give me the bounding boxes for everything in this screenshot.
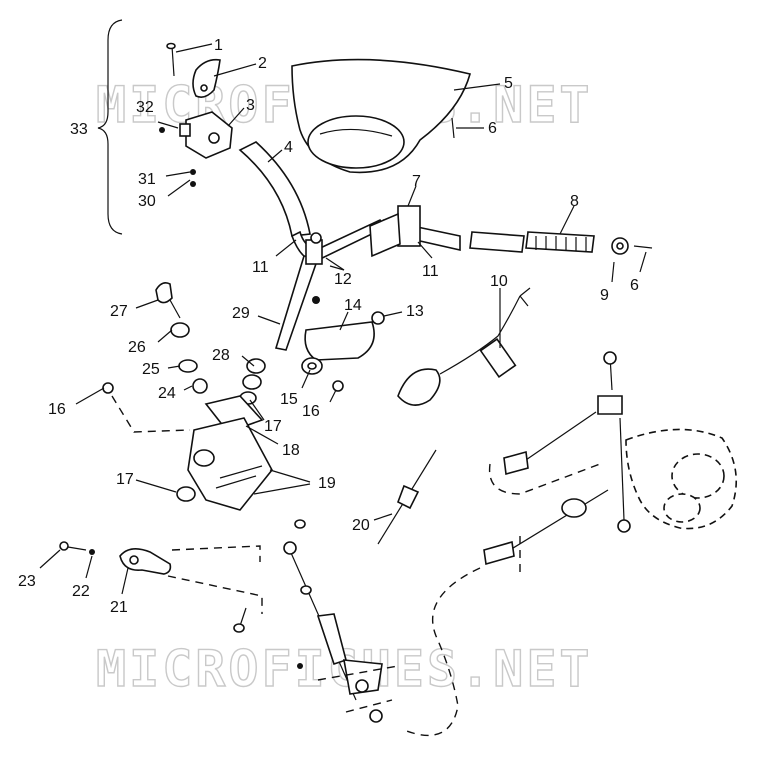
part-tether-10: [397, 287, 531, 406]
part-grip-8: [469, 231, 595, 253]
callout-20: 20: [352, 517, 370, 534]
part-spring-25: [178, 359, 198, 373]
callout-19: 19: [318, 475, 336, 492]
part-screw-6a: [451, 117, 455, 139]
part-linkage-rod: [283, 519, 383, 723]
callout-2: 2: [258, 55, 267, 72]
callout-13: 13: [406, 303, 424, 320]
part-washers-28: [242, 358, 266, 390]
dot-30: [190, 181, 196, 187]
callout-33: 33: [70, 121, 88, 138]
part-lever-21: [119, 548, 172, 575]
part-engine-housing: [625, 428, 738, 530]
part-nut-24: [192, 378, 208, 394]
callout-12: 12: [334, 271, 352, 288]
route-16b: [111, 395, 191, 433]
callout-9: 9: [600, 287, 609, 304]
part-bushing-26: [170, 322, 190, 338]
callout-6b: 6: [630, 277, 639, 294]
route-bracket-2: [345, 699, 393, 713]
part-steering-post-29: [274, 232, 323, 351]
part-cable-20: [377, 449, 437, 545]
part-mount-19: [187, 417, 273, 511]
dot-31: [190, 169, 196, 175]
callout-16a: 16: [302, 403, 320, 420]
route-lever-bolt: [167, 575, 263, 614]
callout-1: 1: [214, 37, 223, 54]
dot-32: [159, 127, 165, 133]
part-knob-27: [155, 282, 181, 319]
route-tierod: [488, 463, 601, 495]
part-bolt-lower: [233, 607, 247, 633]
part-washer-15: [301, 357, 323, 375]
callout-22: 22: [72, 583, 90, 600]
part-washer-22: [89, 549, 95, 555]
callout-14: 14: [344, 297, 362, 314]
part-throttle-7: [369, 205, 421, 258]
callout-3: 3: [246, 97, 255, 114]
part-pad-5: [291, 58, 471, 174]
route-21: [171, 545, 261, 562]
callout-27: 27: [110, 303, 128, 320]
callout-labels: 1 2 3 4 5 6 6 7 8 9 10 11 11 12 13 14 15…: [18, 37, 639, 616]
callout-26: 26: [128, 339, 146, 356]
callout-5: 5: [504, 75, 513, 92]
part-screw-6b: [633, 245, 653, 249]
callout-6a: 6: [488, 120, 497, 137]
part-cover-14: [304, 321, 375, 361]
part-endcap-9: [611, 237, 629, 255]
callout-29: 29: [232, 305, 250, 322]
part-housing-3: [179, 111, 233, 159]
callout-23: 23: [18, 573, 36, 590]
callout-15: 15: [280, 391, 298, 408]
part-nut-16a: [332, 380, 344, 392]
route-cable-loop: [403, 567, 481, 737]
part-nut-16b: [102, 382, 114, 394]
callout-8: 8: [570, 193, 579, 210]
part-bolt-23: [59, 541, 87, 551]
dot-12: [312, 296, 320, 304]
callout-28: 28: [212, 347, 230, 364]
part-bracket-18: [204, 395, 264, 433]
part-cable-lower-right: [483, 489, 609, 566]
callout-17a: 17: [264, 418, 282, 435]
callout-30: 30: [138, 193, 156, 210]
callout-10: 10: [490, 273, 508, 290]
dot-lower-1: [297, 663, 303, 669]
callout-16b: 16: [48, 401, 66, 418]
callout-31: 31: [138, 171, 156, 188]
part-tierod-right: [503, 351, 631, 533]
callout-25: 25: [142, 361, 160, 378]
callout-11a: 11: [252, 259, 269, 276]
callout-18: 18: [282, 442, 300, 459]
callout-17b: 17: [116, 471, 134, 488]
callout-21: 21: [110, 599, 128, 616]
watermark-bottom: MICROFICHES.NET: [96, 640, 593, 698]
callout-11b: 11: [422, 263, 439, 280]
callout-32: 32: [136, 99, 154, 116]
leader-lines: [39, 43, 647, 595]
part-lever-2: [192, 58, 221, 98]
callout-4: 4: [284, 139, 293, 156]
callout-7: 7: [412, 173, 421, 190]
part-bushing-17b: [176, 486, 196, 502]
group-bracket: [97, 19, 123, 235]
callout-24: 24: [158, 385, 176, 402]
part-screw-1: [166, 42, 176, 77]
part-nut-13: [371, 311, 385, 325]
